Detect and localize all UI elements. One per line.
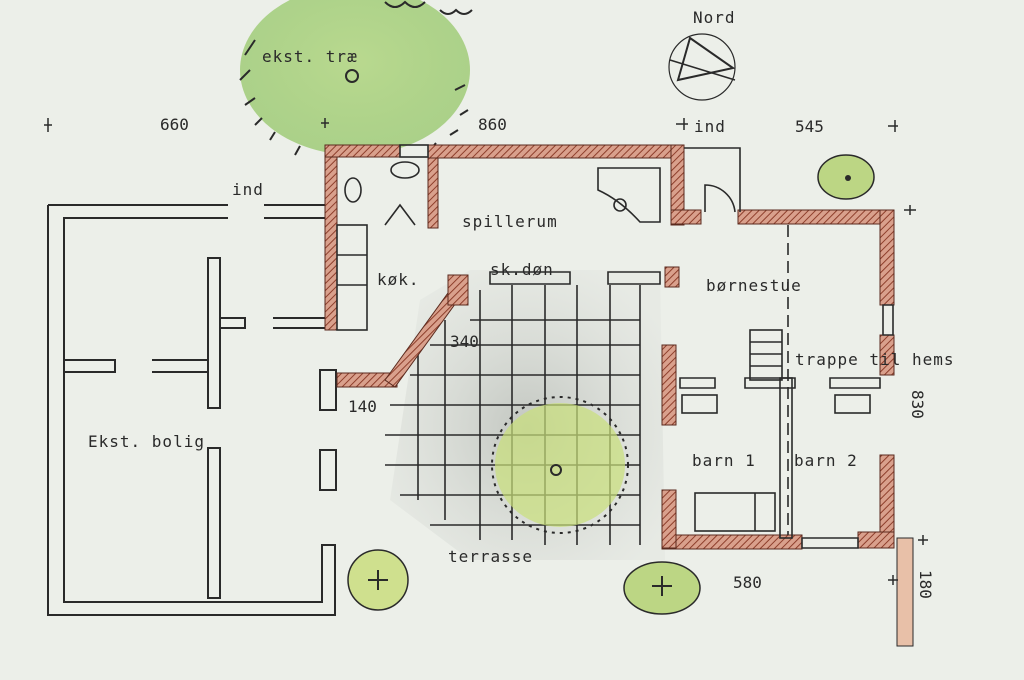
sliding-door-label: sk.døn xyxy=(490,260,554,279)
entrance-left-label: ind xyxy=(232,180,264,199)
existing-tree xyxy=(239,0,473,156)
north-compass-icon xyxy=(668,33,736,101)
existing-house-label: Ekst. bolig xyxy=(88,432,205,451)
dim-860: 860 xyxy=(478,115,507,134)
playroom-label: spillerum xyxy=(462,212,558,231)
existing-tree-label: ekst. træ xyxy=(262,47,358,66)
shrub-bottom-middle xyxy=(623,561,701,615)
dimension-ticks xyxy=(44,118,928,585)
dim-660: 660 xyxy=(160,115,189,134)
existing-house-walls xyxy=(47,204,337,616)
extension-walls xyxy=(324,144,914,647)
childrens-living-label: børnestue xyxy=(706,276,802,295)
north-label: Nord xyxy=(693,8,736,27)
stair-label: trappe til hems xyxy=(795,350,955,369)
kitchen-label: køk. xyxy=(377,270,420,289)
dim-180: 180 xyxy=(916,570,935,599)
dim-340: 340 xyxy=(450,332,479,351)
terrace-label: terrasse xyxy=(448,547,533,566)
shrub-top-right xyxy=(817,154,875,200)
shrub-bottom-left xyxy=(347,549,409,611)
dim-140: 140 xyxy=(348,397,377,416)
entrance-right-label: ind xyxy=(694,117,726,136)
child2-label: barn 2 xyxy=(794,451,858,470)
dim-580: 580 xyxy=(733,573,762,592)
dim-545: 545 xyxy=(795,117,824,136)
dim-830: 830 xyxy=(908,390,927,419)
terrace-area xyxy=(385,270,665,560)
interior-fixtures xyxy=(336,144,894,549)
child1-label: barn 1 xyxy=(692,451,756,470)
